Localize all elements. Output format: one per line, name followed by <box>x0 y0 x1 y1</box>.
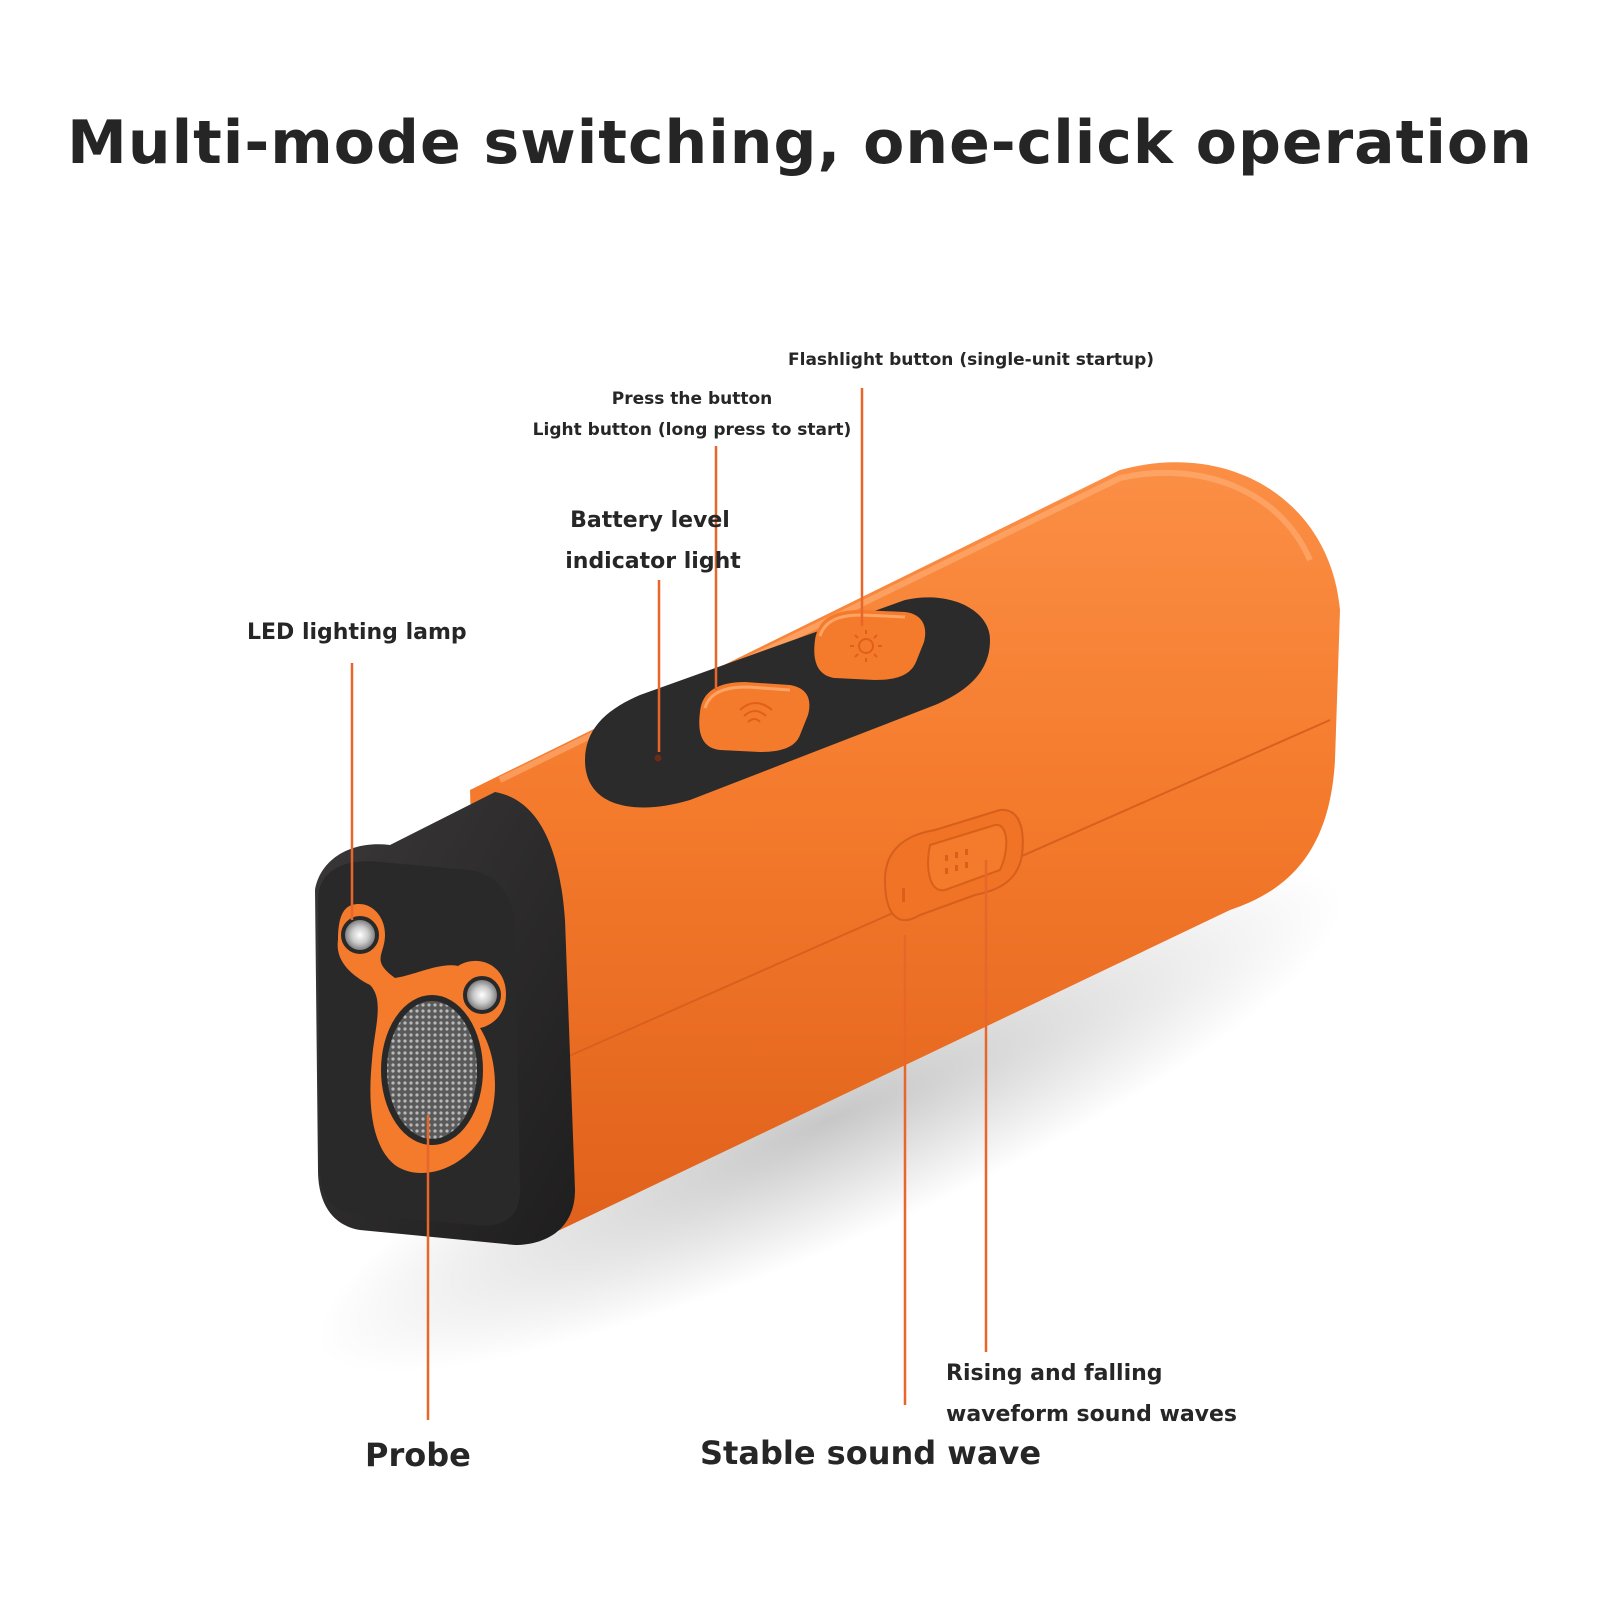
sound-button-shape <box>699 682 810 752</box>
body-highlight <box>498 469 1313 783</box>
flashlight-button-shape <box>814 610 926 680</box>
headline: Multi-mode switching, one-click operatio… <box>67 108 1533 178</box>
label-flashlight-button: Flashlight button (single-unit startup) <box>788 350 1155 370</box>
label-light-button: Light button (long press to start) <box>532 420 852 440</box>
battery-indicator-dot <box>654 754 662 762</box>
label-stable-wave: Stable sound wave <box>700 1434 1042 1472</box>
led-right <box>463 976 501 1014</box>
switch-mark <box>902 888 905 902</box>
wave-icon <box>739 702 773 723</box>
led-left <box>341 916 379 954</box>
switch-grip-marks <box>945 849 968 874</box>
label-battery-line1: Battery level <box>570 508 730 533</box>
label-probe: Probe <box>365 1436 471 1474</box>
sound-button-highlight <box>703 685 791 709</box>
label-rising-line1: Rising and falling <box>946 1361 1163 1386</box>
label-led-lamp: LED lighting lamp <box>247 620 467 645</box>
leader-lines <box>350 388 988 1420</box>
label-battery-line2: indicator light <box>565 549 741 574</box>
label-press-button: Press the button <box>611 389 773 409</box>
sun-icon <box>850 630 882 662</box>
label-rising-line2: waveform sound waves <box>946 1402 1238 1427</box>
probe-speaker <box>381 995 483 1145</box>
device-shadow <box>316 867 1344 1373</box>
